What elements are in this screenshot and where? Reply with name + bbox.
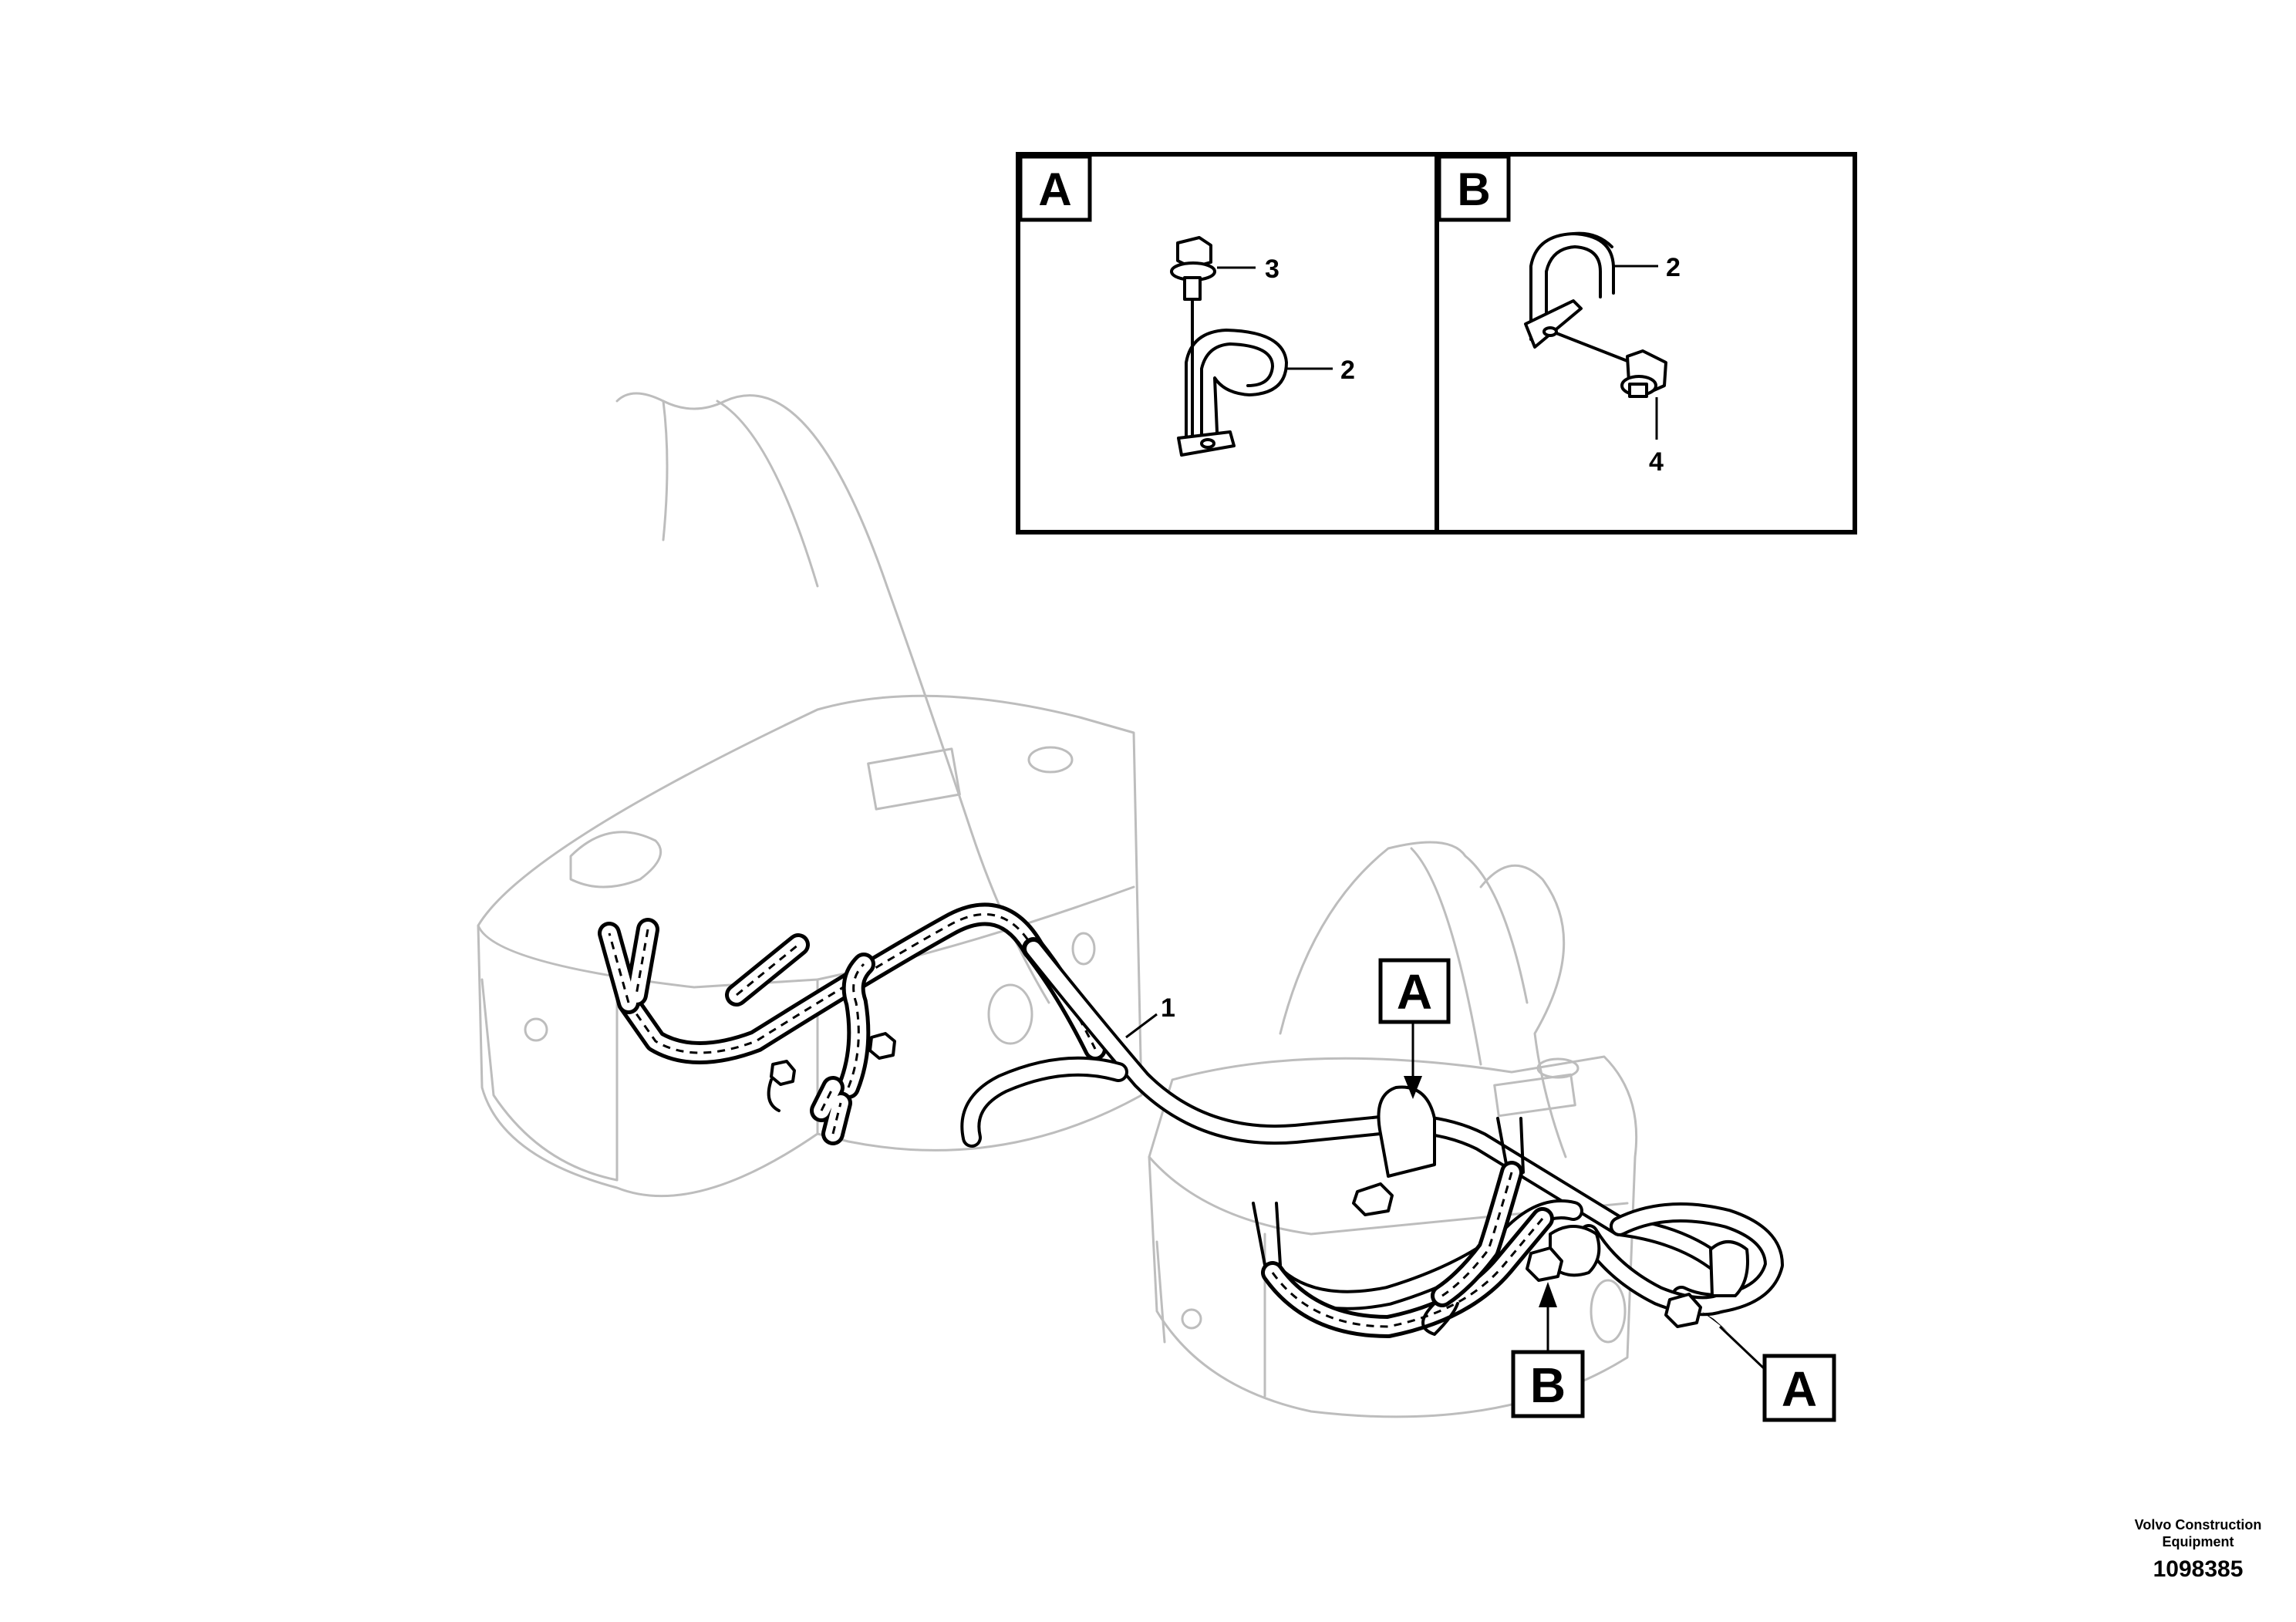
harness-right <box>1252 1117 1583 1338</box>
svg-text:A: A <box>1782 1361 1817 1417</box>
detail-b-label: B <box>1457 164 1490 215</box>
publisher-line1: Volvo Construction <box>2134 1517 2262 1533</box>
main-view: 1 A B A <box>477 392 1836 1422</box>
svg-text:A: A <box>1397 964 1432 1020</box>
detail-view-a: A 3 2 <box>1018 154 1355 457</box>
location-ref-a-bottom: A <box>1701 1311 1836 1422</box>
left-drive-housing <box>477 392 1143 1198</box>
publisher-credit: Volvo Construction Equipment <box>2082 1516 2296 1550</box>
clamp-part <box>1524 231 1629 363</box>
flange-screw-part <box>1170 236 1216 445</box>
harness-dashed-left <box>598 902 1107 1145</box>
document-number: 1098385 <box>2153 1556 2244 1582</box>
location-ref-a-top: A <box>1378 958 1451 1099</box>
callout-3: 3 <box>1265 255 1279 284</box>
location-ref-b: B <box>1511 1282 1585 1418</box>
detail-panel: A 3 2 B <box>1016 152 1857 534</box>
hose-assembly[interactable] <box>960 939 1784 1317</box>
p-clamp-part <box>1177 329 1288 457</box>
callout-2a: 2 <box>1340 356 1355 385</box>
svg-text:B: B <box>1530 1357 1566 1413</box>
right-drive-housing <box>1148 841 1638 1418</box>
callout-2b: 2 <box>1666 253 1681 282</box>
detail-a-label: A <box>1038 164 1071 215</box>
hose-clamps <box>1352 1085 1749 1328</box>
bolts-left <box>767 1032 896 1112</box>
detail-view-b: B 2 4 <box>1437 154 1681 477</box>
callout-4: 4 <box>1649 447 1664 477</box>
publisher-line2: Equipment <box>2162 1534 2234 1549</box>
hose-callout-1: 1 <box>1161 993 1175 1023</box>
flange-screw-part <box>1620 349 1667 398</box>
